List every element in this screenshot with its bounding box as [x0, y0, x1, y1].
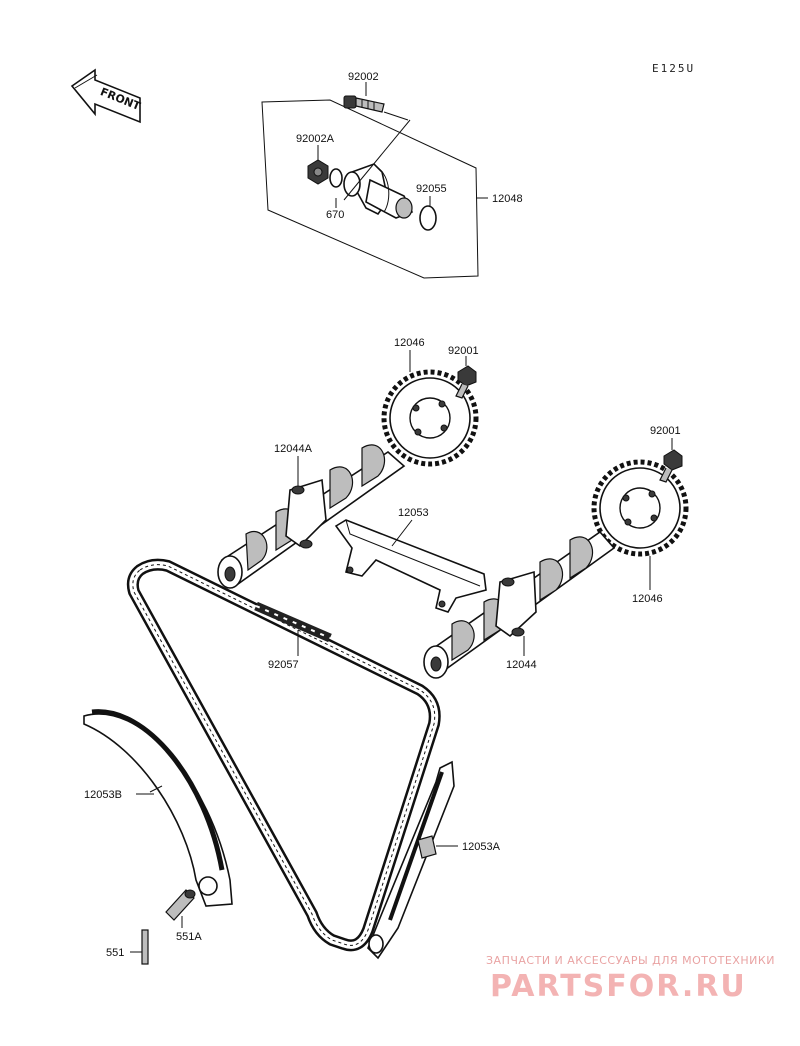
pin-551A [165, 889, 196, 921]
label-551: 551 [106, 947, 124, 959]
front-arrow-icon: FRONT [70, 68, 143, 124]
nut-92002A [307, 159, 329, 185]
label-92002: 92002 [348, 71, 379, 83]
tensioner-body [343, 163, 414, 219]
label-92057: 92057 [268, 659, 299, 671]
label-12046-top: 12046 [394, 337, 425, 349]
watermark-tagline: ЗАПЧАСТИ И АКСЕССУАРЫ ДЛЯ МОТОТЕХНИКИ [486, 954, 775, 967]
o-ring-92055 [419, 205, 437, 231]
label-12053: 12053 [398, 507, 429, 519]
guide-12053B [83, 709, 233, 907]
watermark: ЗАПЧАСТИ И АКСЕССУАРЫ ДЛЯ МОТОТЕХНИКИ PA… [486, 954, 775, 1004]
camshaft-12044A [217, 444, 406, 589]
label-12044A: 12044A [274, 443, 313, 455]
guide-12053A [367, 760, 455, 960]
bracket-12053 [334, 519, 487, 613]
bolt-92001-right [659, 449, 683, 483]
label-92001-right: 92001 [650, 425, 681, 437]
label-92002A: 92002A [296, 133, 335, 145]
label-12053B: 12053B [84, 789, 122, 801]
cam-chain-92057 [126, 558, 441, 952]
label-551A: 551A [176, 931, 202, 943]
watermark-brand: PARTSFOR.RU [490, 969, 747, 1004]
sprocket-12046-top [381, 369, 479, 467]
label-92001-top: 92001 [448, 345, 479, 357]
o-ring-670 [329, 168, 343, 188]
label-12053A: 12053A [462, 841, 501, 853]
camshaft-12044 [423, 530, 616, 679]
diagram-code: E125U [652, 62, 695, 75]
sprocket-12046-right [591, 459, 689, 557]
label-12046-right: 12046 [632, 593, 663, 605]
label-670: 670 [326, 209, 344, 221]
tensioner-assembly [261, 82, 488, 279]
label-12044: 12044 [506, 659, 537, 671]
label-92055: 92055 [416, 183, 447, 195]
pin-551 [141, 929, 149, 965]
bolt-92002 [343, 95, 385, 113]
label-12048: 12048 [492, 193, 523, 205]
bolt-92001-top [455, 365, 477, 399]
